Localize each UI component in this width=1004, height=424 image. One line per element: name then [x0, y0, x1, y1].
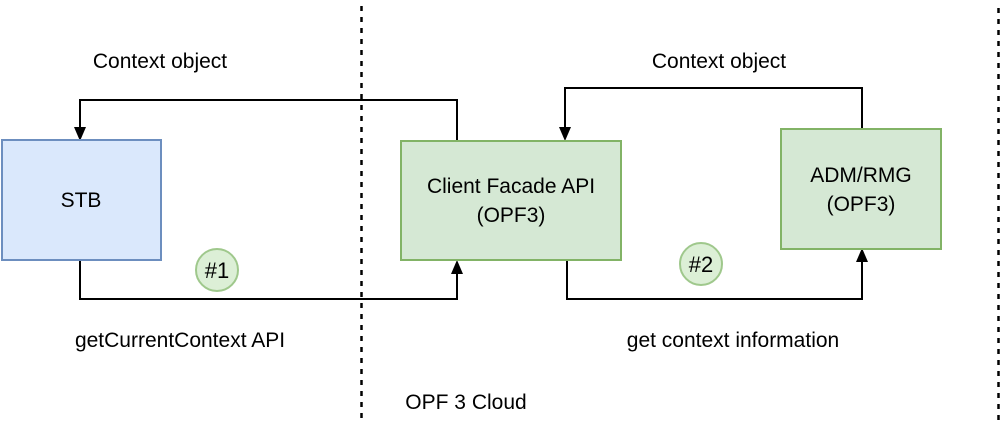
edge-get-context-information	[566, 261, 863, 300]
client-facade-api-node-label-line1: Client Facade API	[427, 175, 595, 198]
step-2-badge-label: #2	[689, 252, 713, 277]
edge-context-object-to-facade	[564, 87, 863, 129]
step-2-badge	[679, 242, 723, 286]
adm-rmg-node-label-line1: ADM/RMG	[810, 164, 912, 187]
step-1-badge	[195, 248, 239, 292]
context-object-left-label: Context object	[93, 50, 227, 73]
stb-node	[1, 139, 162, 261]
context-object-right-label: Context object	[652, 50, 786, 73]
edge-get-current-context	[79, 261, 458, 300]
client-facade-api-node	[400, 140, 622, 261]
arrowhead-up-icon	[451, 260, 463, 274]
edge-context-object-to-stb	[79, 99, 458, 141]
client-facade-api-node-label-line2: (OPF3)	[477, 204, 546, 227]
arrowhead-down-icon	[559, 127, 571, 141]
get-context-information-label: get context information	[627, 329, 839, 352]
opf3-cloud-label: OPF 3 Cloud	[405, 391, 526, 414]
arrowhead-up-icon	[856, 248, 868, 262]
stb-node-label: STB	[61, 189, 102, 212]
adm-rmg-node-label-line2: (OPF3)	[827, 193, 896, 216]
arrowhead-down-icon	[74, 127, 86, 141]
adm-rmg-node	[780, 128, 942, 250]
get-current-context-label: getCurrentContext API	[75, 329, 285, 352]
step-1-badge-label: #1	[205, 258, 229, 283]
